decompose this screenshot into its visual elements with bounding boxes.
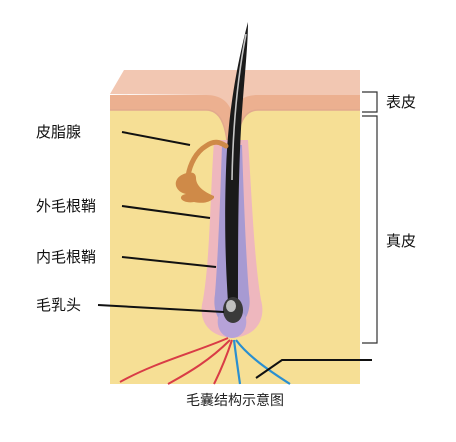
leader-nerve [255,359,372,379]
nerve-2 [235,339,291,385]
leader-sebaceous-gland [121,131,191,146]
leader-dermal-papilla [97,304,225,313]
leader-inner-root-sheath [121,256,217,268]
diagram-caption: 毛囊结构示意图 [186,392,284,409]
blood-vessel-1 [119,337,229,383]
nerve-1 [232,339,242,385]
label-sebaceous-gland: 皮脂腺 [36,123,81,141]
bracket-epidermis [362,91,378,113]
label-epidermis: 表皮 [386,93,416,111]
blood-vessel-3 [213,339,233,385]
sebaceous-gland [175,172,214,203]
leader-outer-root-sheath [121,205,211,219]
hair-highlight [231,33,247,181]
sebaceous-duct [185,139,229,179]
label-dermis: 真皮 [386,232,416,250]
bracket-dermis [362,115,378,344]
label-outer-root-sheath: 外毛根鞘 [36,197,96,215]
label-dermal-papilla: 毛乳头 [36,296,81,314]
blood-vessel-2 [167,339,231,385]
hair-bulb-shine [226,300,236,312]
hair-shaft [225,22,248,302]
label-inner-root-sheath: 内毛根鞘 [36,248,96,266]
